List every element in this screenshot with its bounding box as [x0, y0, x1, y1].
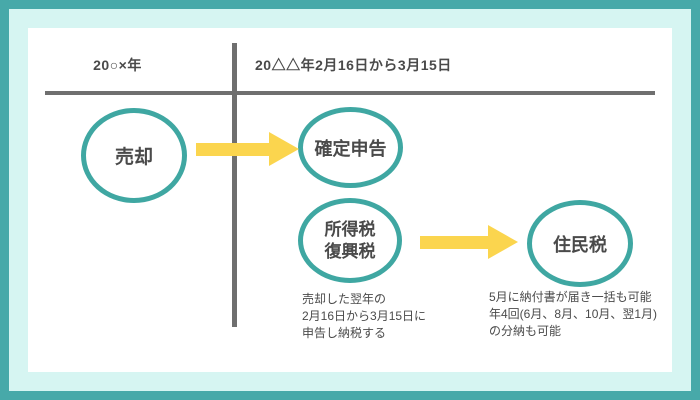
income-tax-note: 売却した翌年の 2月16日から3月15日に 申告し納税する: [302, 291, 426, 342]
income-tax-note-line1: 売却した翌年の: [302, 292, 387, 306]
arrow-shaft: [420, 236, 489, 249]
arrow-shaft: [196, 143, 270, 156]
income-tax-note-line2: 2月16日から3月15日に: [302, 309, 427, 323]
resident-tax-label: 住民税: [553, 234, 607, 255]
filing-period-header: 20△△年2月16日から3月15日: [255, 57, 452, 73]
column-divider-line: [232, 43, 237, 327]
sale-node: 売却: [81, 108, 187, 203]
arrow-head: [269, 132, 299, 166]
right-arrow-icon: [196, 132, 299, 166]
resident-tax-node: 住民税: [527, 200, 633, 287]
income-tax-note-line3: 申告し納税する: [302, 326, 387, 340]
resident-tax-note-line3: の分納も可能: [489, 324, 562, 338]
arrow-head: [488, 225, 518, 259]
sale-label: 売却: [114, 147, 153, 168]
resident-tax-note: 5月に納付書が届き一括も可能 年4回(6月、8月、10月、翌1月) の分納も可能: [489, 289, 657, 340]
income-tax-node: 所得税 復興税: [298, 198, 402, 283]
resident-tax-note-line2: 年4回(6月、8月、10月、翌1月): [489, 307, 658, 321]
resident-tax-note-line1: 5月に納付書が届き一括も可能: [489, 290, 652, 304]
right-arrow-icon: [420, 225, 518, 259]
income-tax-line1: 所得税: [324, 220, 376, 240]
income-tax-line2: 復興税: [324, 241, 376, 261]
year-left-header: 20○×年: [93, 57, 142, 73]
timeline-axis-line: [45, 91, 655, 95]
final-tax-return-label: 確定申告: [314, 138, 387, 159]
income-tax-label: 所得税 復興税: [325, 219, 376, 262]
final-tax-return-node: 確定申告: [298, 107, 403, 188]
